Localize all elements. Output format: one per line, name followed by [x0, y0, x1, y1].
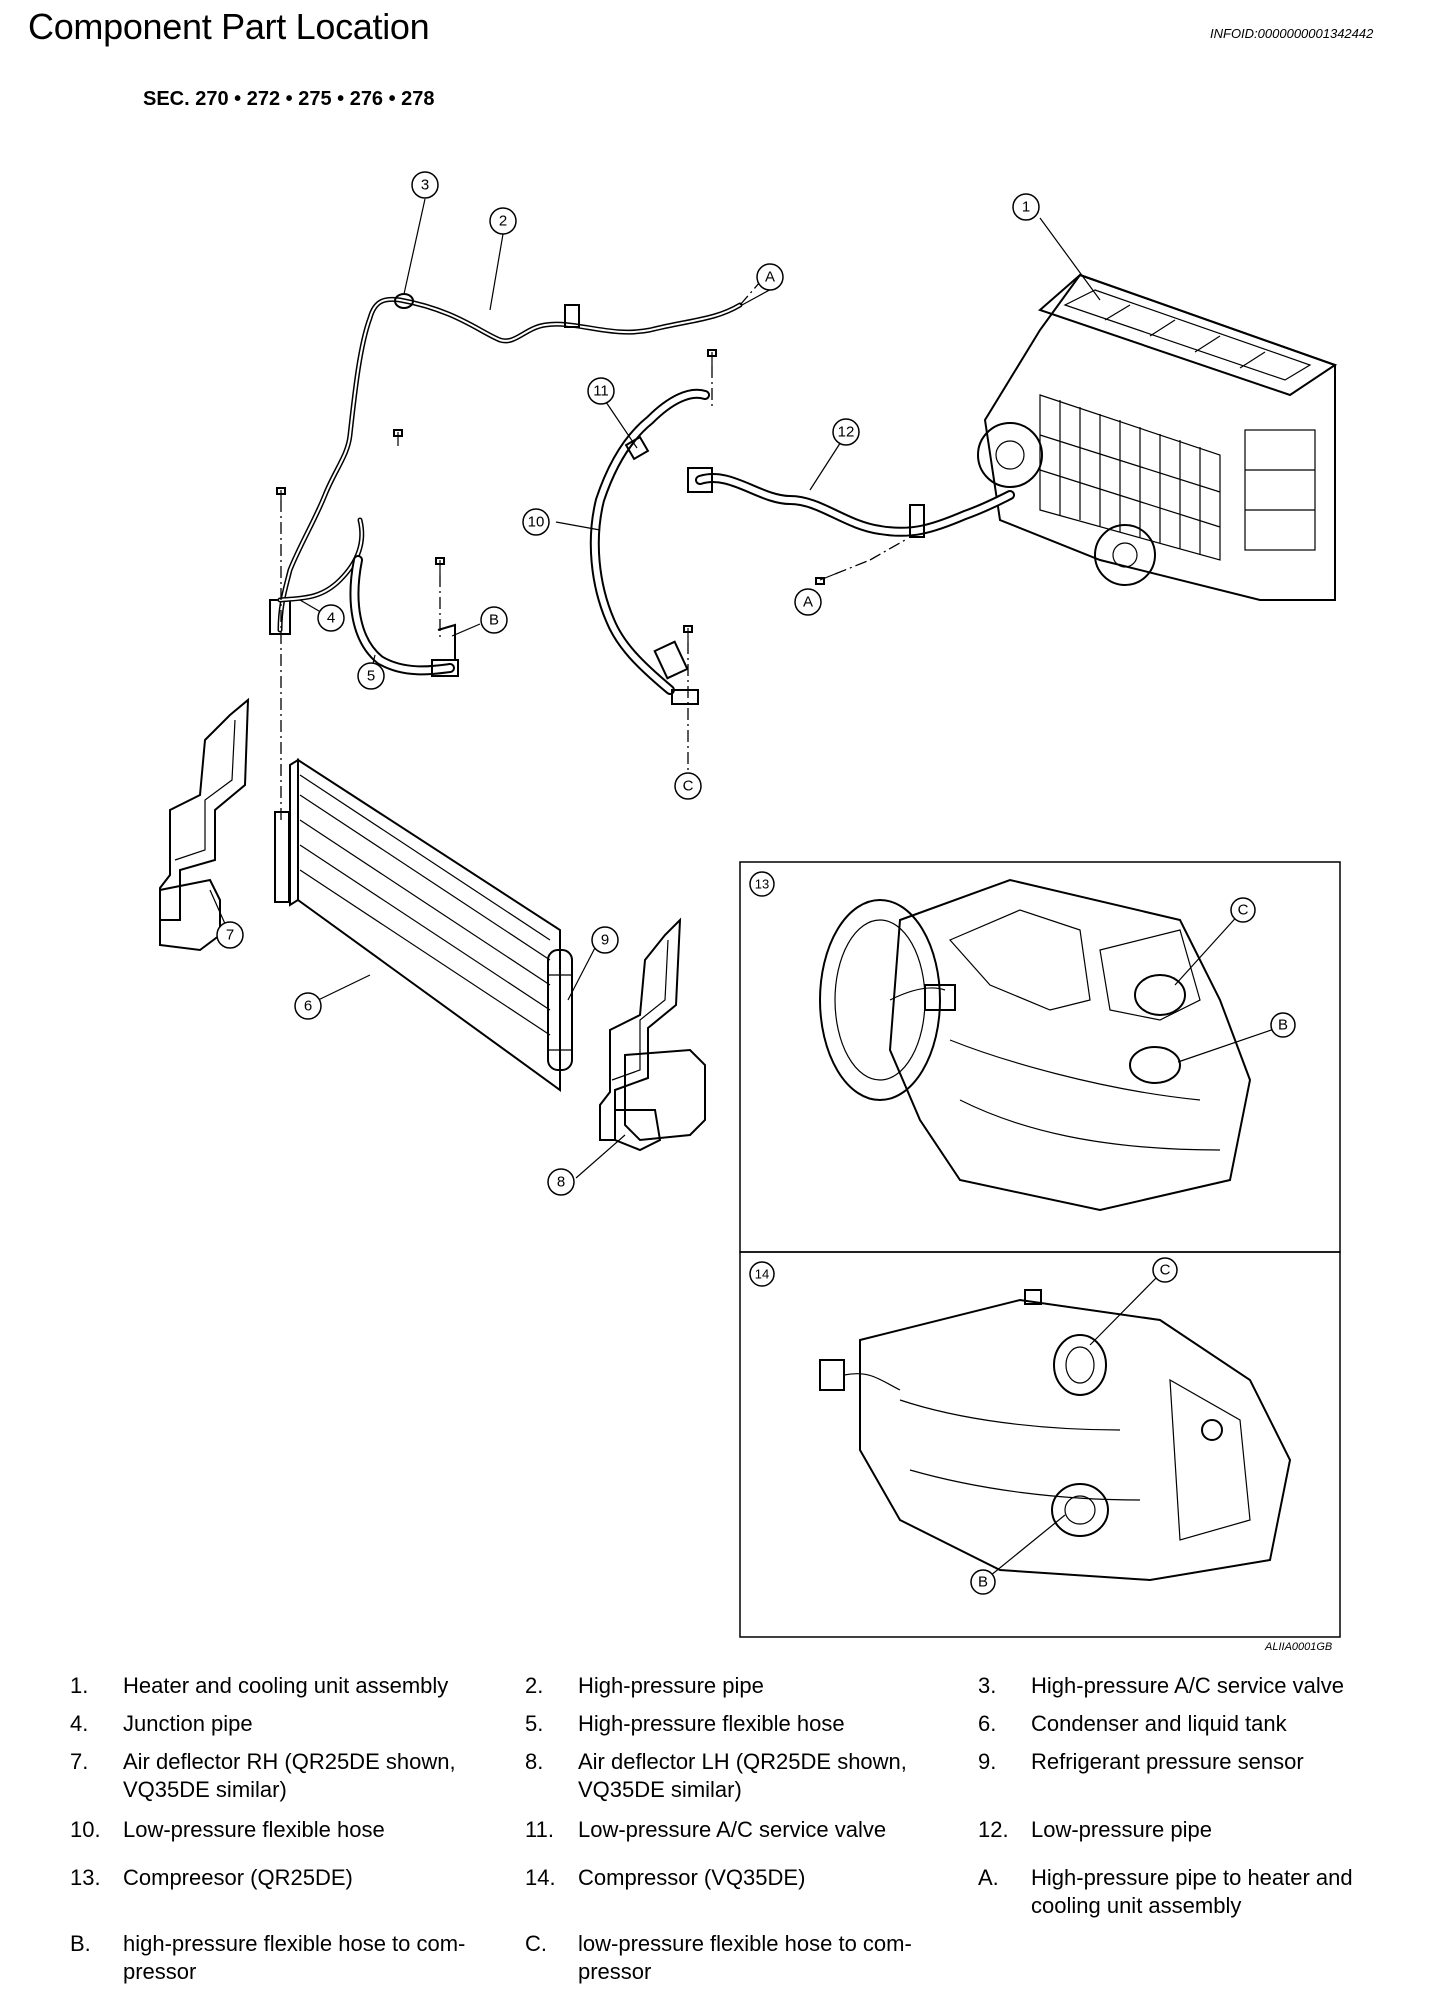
callout-11-text: 11: [593, 383, 609, 400]
callout-4-text: 4: [327, 610, 335, 627]
legend-text: low-pressure flexible hose to com-presso…: [578, 1931, 912, 1984]
callout-6-text: 6: [304, 998, 312, 1015]
callout-3-text: 3: [421, 177, 429, 194]
heater-cooling-unit-drawing: [977, 273, 1338, 601]
bolts: [276, 349, 836, 642]
callout-4: 4: [317, 604, 345, 632]
low-pressure-pipe-drawing: [687, 467, 1015, 538]
inset-13-label: 13: [755, 877, 769, 892]
legend-num: 5.: [525, 1711, 544, 1736]
air-deflector-lh-drawing: [599, 917, 706, 1152]
legend-text: High-pressure A/C service valve: [1031, 1673, 1345, 1698]
callout-C-text: C: [683, 778, 694, 795]
section-reference: SEC. 270 • 272 • 275 • 276 • 278: [143, 88, 435, 110]
legend-num: 8.: [525, 1749, 544, 1774]
inset-13-callout-C: C: [1238, 902, 1249, 919]
callout-11: 11: [587, 377, 615, 405]
inset-13-compressor-qr25de: 13 C B: [739, 861, 1341, 1253]
legend-num: 6.: [978, 1711, 997, 1736]
legend-text: high-pressure flexible hose to com-press…: [123, 1931, 466, 1984]
callout-C: C: [674, 772, 702, 800]
assembly-lines: [280, 281, 906, 820]
callout-9-text: 9: [601, 932, 609, 949]
figure-code: ALIIA0001GB: [1264, 1641, 1332, 1653]
inset-13-callout-B: B: [1278, 1017, 1288, 1034]
page-title: Component Part Location: [28, 6, 430, 47]
legend-num: B.: [70, 1931, 91, 1956]
legend-num: 7.: [70, 1749, 89, 1774]
legend-text: Air deflector RH (QR25DE shown, VQ35DE s…: [123, 1749, 456, 1802]
legend-num: 14.: [525, 1865, 556, 1890]
callout-2: 2: [489, 207, 517, 235]
legend-text: Refrigerant pressure sensor: [1031, 1749, 1304, 1774]
callout-7-text: 7: [226, 927, 234, 944]
callout-7: 7: [216, 921, 244, 949]
legend-text: Low-pressure pipe: [1031, 1817, 1212, 1842]
callout-A-top-text: A: [765, 269, 775, 286]
callout-B: B: [480, 606, 508, 634]
callout-8: 8: [547, 1168, 575, 1196]
callout-1: 1: [1012, 193, 1040, 221]
inset-14-callout-B: B: [978, 1574, 988, 1591]
legend-num: 1.: [70, 1673, 89, 1698]
callout-3: 3: [411, 171, 439, 199]
callout-12: 12: [832, 418, 860, 446]
legend-num: 4.: [70, 1711, 89, 1736]
low-pressure-hose-drawing: [589, 388, 710, 705]
legend-text: Junction pipe: [123, 1711, 253, 1736]
legend-text: High-pressure pipe: [578, 1673, 764, 1698]
junction-pipe-and-hp-hose-drawing: [277, 517, 459, 677]
legend-num: 9.: [978, 1749, 997, 1774]
callout-10: 10: [522, 508, 550, 536]
legend-text: Heater and cooling unit assembly: [123, 1673, 449, 1698]
callout-A-top: A: [756, 263, 784, 291]
callout-9: 9: [591, 926, 619, 954]
legend-num: 12.: [978, 1817, 1009, 1842]
callout-8-text: 8: [557, 1174, 565, 1191]
legend-text: Condenser and liquid tank: [1031, 1711, 1287, 1736]
info-id: INFOID:0000000001342442: [1210, 26, 1374, 41]
legend-text: High-pressure flexible hose: [578, 1711, 845, 1736]
callout-6: 6: [294, 992, 322, 1020]
legend-num: C.: [525, 1931, 547, 1956]
callout-5-text: 5: [367, 668, 375, 685]
condenser-drawing: [274, 758, 573, 1092]
legend-num: 2.: [525, 1673, 544, 1698]
callout-5: 5: [357, 662, 385, 690]
callout-A-bottom-text: A: [803, 594, 813, 611]
component-diagram: 1 2 3 A 11 12 10 A 4 B 5 C 7 9 6 8 13 C …: [159, 171, 1341, 1653]
callout-1-text: 1: [1022, 199, 1030, 216]
legend-text: Compreesor (QR25DE): [123, 1865, 353, 1890]
legend-num: 13.: [70, 1865, 101, 1890]
legend-text: Air deflector LH (QR25DE shown, VQ35DE s…: [578, 1749, 907, 1802]
inset-14-callout-C: C: [1160, 1262, 1171, 1279]
legend-text: Compressor (VQ35DE): [578, 1865, 806, 1890]
callout-A-bottom: A: [794, 588, 822, 616]
callout-10-text: 10: [528, 514, 545, 531]
legend-text: Low-pressure A/C service valve: [578, 1817, 887, 1842]
legend-text: High-pressure pipe to heater and cooling…: [1031, 1865, 1353, 1918]
leader-lines: [209, 198, 1101, 1179]
callout-B-text: B: [489, 612, 499, 629]
callout-2-text: 2: [499, 213, 507, 230]
legend-num: 11.: [525, 1817, 554, 1842]
high-pressure-pipe-drawing: [269, 293, 743, 635]
legend-num: 10.: [70, 1817, 101, 1842]
legend-text: Low-pressure flexible hose: [123, 1817, 385, 1842]
inset-14-compressor-vq35de: 14 C B: [739, 1251, 1341, 1638]
legend-num: A.: [978, 1865, 999, 1890]
air-deflector-rh-drawing: [159, 697, 250, 952]
callout-12-text: 12: [838, 424, 855, 441]
inset-14-label: 14: [755, 1267, 769, 1282]
legend-num: 3.: [978, 1673, 997, 1698]
